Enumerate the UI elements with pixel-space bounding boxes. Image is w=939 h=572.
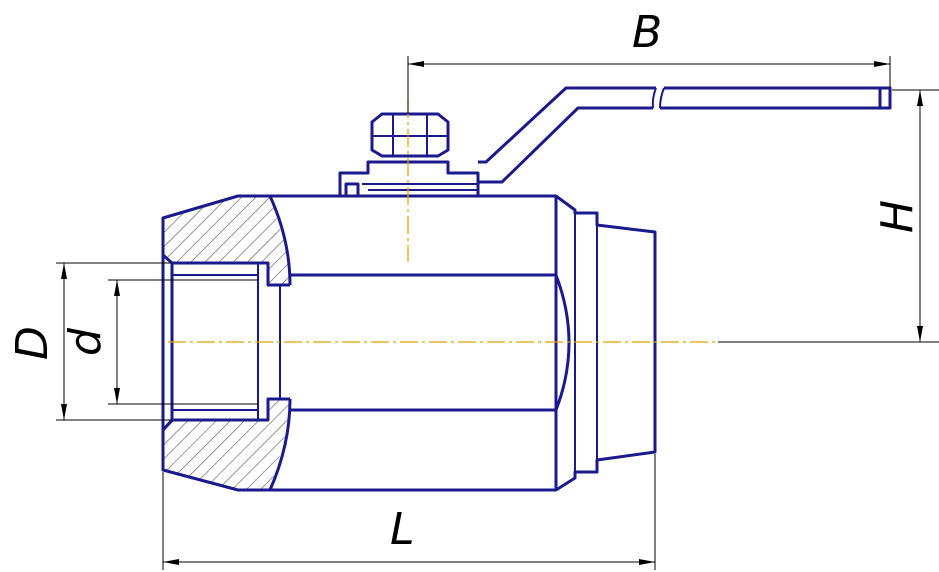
dimension-h-label: H	[872, 200, 923, 233]
dimension-l: L	[162, 454, 656, 570]
dimension-d-outer-label: D	[7, 326, 58, 360]
stem-nut	[370, 112, 450, 158]
valve-stem	[338, 160, 480, 198]
dimension-b-label: B	[632, 7, 662, 58]
dimension-d-outer: D	[7, 262, 172, 421]
center-axes	[168, 100, 718, 343]
dimension-b: B	[407, 7, 891, 114]
section-hatch	[163, 196, 290, 490]
dimension-d-inner: d	[60, 279, 258, 405]
dimension-l-label: L	[390, 504, 415, 555]
dimension-h: H	[718, 89, 939, 343]
dimension-d-inner-label: d	[60, 327, 111, 356]
valve-handle	[478, 86, 892, 184]
